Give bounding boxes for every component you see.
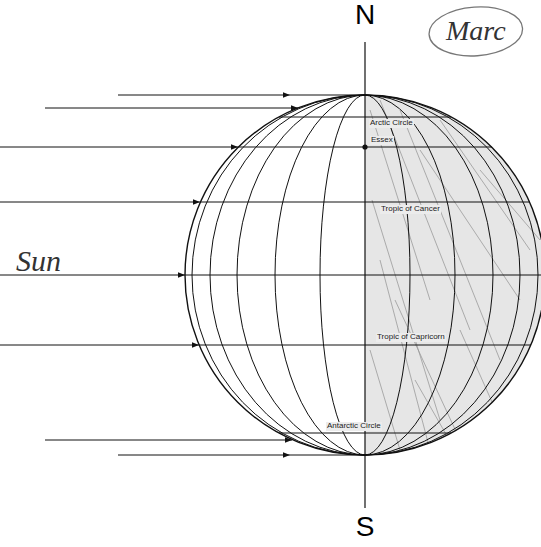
latitude-label: Antarctic Circle bbox=[326, 422, 382, 431]
sun-rays bbox=[0, 95, 365, 455]
latitude-label: Tropic of Cancer bbox=[380, 205, 441, 214]
month-note: Marc bbox=[428, 6, 524, 57]
latitude-lines bbox=[185, 117, 541, 433]
latitude-label: Arctic Circle bbox=[369, 119, 414, 128]
sun-label: Sun bbox=[16, 244, 61, 277]
handwritten-note: Marc bbox=[446, 16, 506, 47]
location-dot bbox=[362, 144, 367, 149]
place-label: Essex bbox=[370, 136, 394, 145]
south-label: S bbox=[356, 512, 375, 543]
earth-axis bbox=[364, 42, 365, 508]
meridians bbox=[185, 95, 541, 455]
latitude-label: Tropic of Capricorn bbox=[376, 333, 446, 342]
north-label: N bbox=[355, 0, 375, 31]
